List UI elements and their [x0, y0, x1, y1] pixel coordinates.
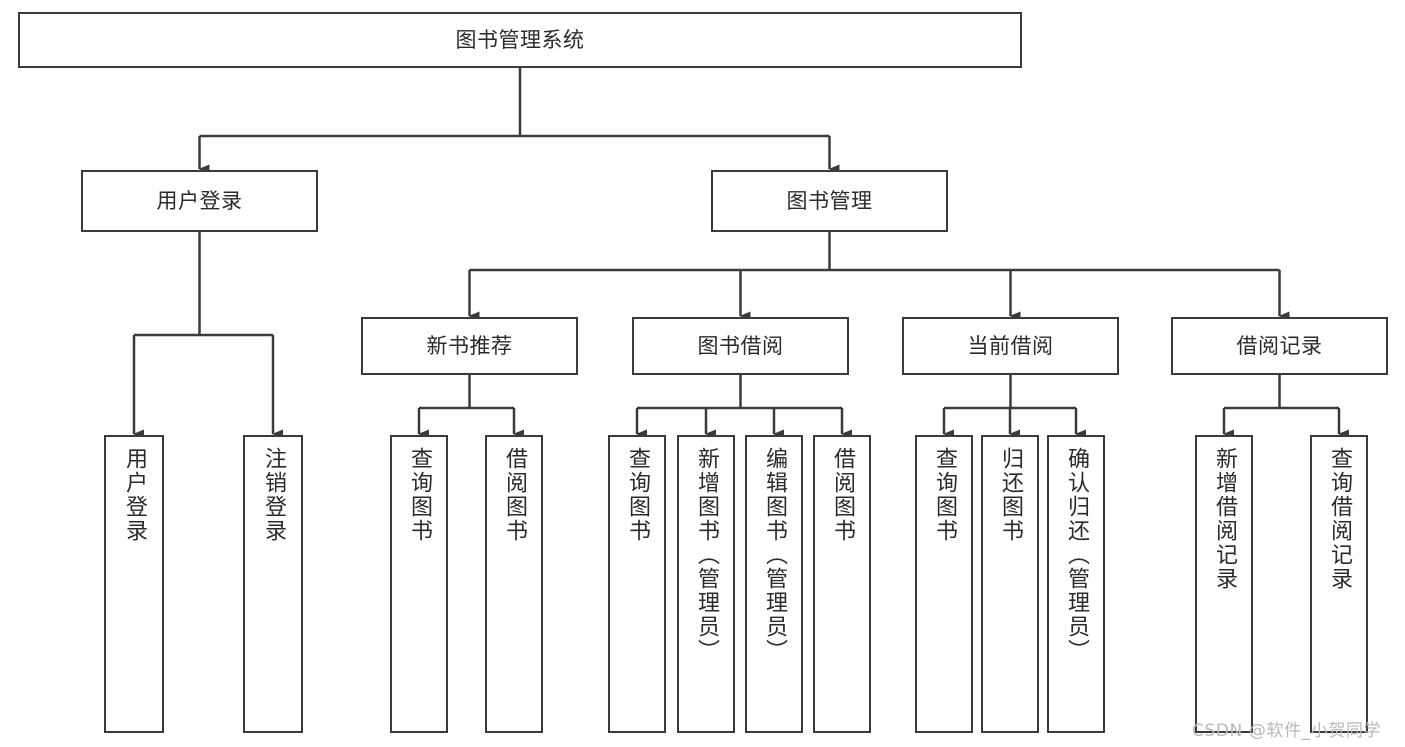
node-label: 新增图书（管理员）	[694, 447, 719, 663]
node-login[interactable]: 用户登录	[81, 170, 318, 232]
node-label: 查询图书	[407, 447, 432, 543]
node-leaf11[interactable]: 确认归还（管理员）	[1047, 435, 1105, 733]
node-label: 图书管理	[786, 188, 873, 213]
node-label: 新增借阅记录	[1212, 447, 1237, 591]
node-label: 注销登录	[261, 447, 286, 543]
node-current[interactable]: 当前借阅	[902, 317, 1119, 375]
node-leaf9[interactable]: 查询图书	[915, 435, 973, 733]
node-label: 借阅图书	[502, 447, 527, 543]
watermark-label: CSDN @软件_小贺同学	[1192, 721, 1382, 741]
node-label: 用户登录	[122, 447, 147, 543]
node-leaf10[interactable]: 归还图书	[981, 435, 1039, 733]
node-label: 图书管理系统	[455, 27, 585, 52]
node-leaf4[interactable]: 借阅图书	[485, 435, 543, 733]
node-leaf8[interactable]: 借阅图书	[813, 435, 871, 733]
node-leaf13[interactable]: 查询借阅记录	[1310, 435, 1368, 733]
node-leaf7[interactable]: 编辑图书（管理员）	[745, 435, 803, 733]
node-leaf1[interactable]: 用户登录	[104, 435, 164, 733]
node-label: 当前借阅	[967, 333, 1054, 358]
node-bookmgmt[interactable]: 图书管理	[711, 170, 948, 232]
node-label: 借阅记录	[1236, 333, 1323, 358]
node-root[interactable]: 图书管理系统	[18, 12, 1022, 68]
node-label: 查询图书	[625, 447, 650, 543]
node-records[interactable]: 借阅记录	[1171, 317, 1388, 375]
node-leaf2[interactable]: 注销登录	[243, 435, 303, 733]
node-label: 编辑图书（管理员）	[762, 447, 787, 663]
node-label: 用户登录	[156, 188, 243, 213]
node-newbook[interactable]: 新书推荐	[361, 317, 578, 375]
edge-group	[132, 68, 1349, 439]
node-leaf6[interactable]: 新增图书（管理员）	[677, 435, 735, 733]
node-borrow[interactable]: 图书借阅	[632, 317, 849, 375]
node-leaf3[interactable]: 查询图书	[390, 435, 448, 733]
node-label: 查询借阅记录	[1327, 447, 1352, 591]
node-label: 归还图书	[998, 447, 1023, 543]
node-label: 图书借阅	[697, 333, 784, 358]
node-label: 确认归还（管理员）	[1064, 447, 1089, 663]
node-label: 查询图书	[932, 447, 957, 543]
node-label: 借阅图书	[830, 447, 855, 543]
node-leaf5[interactable]: 查询图书	[608, 435, 666, 733]
node-label: 新书推荐	[426, 333, 513, 358]
node-leaf12[interactable]: 新增借阅记录	[1195, 435, 1253, 733]
